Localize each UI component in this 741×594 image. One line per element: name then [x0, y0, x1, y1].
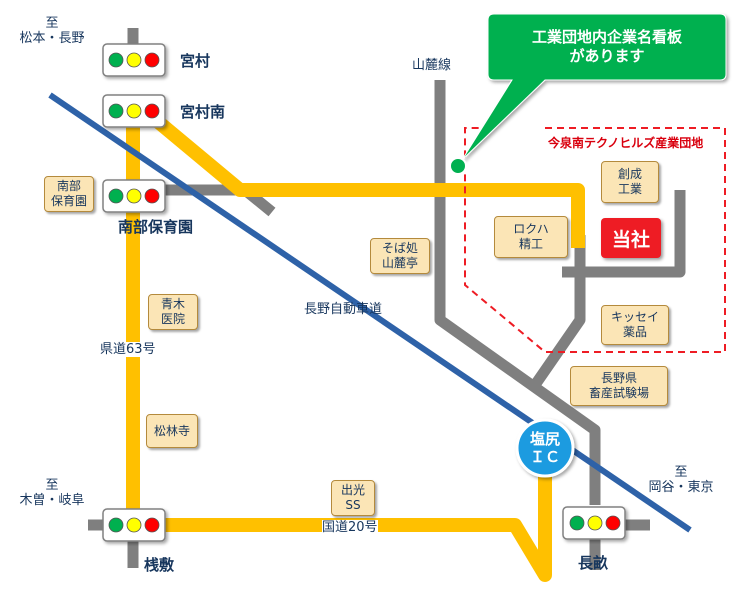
road-label-national-20: 国道20号	[322, 520, 378, 535]
direction-north: 至 松本・長野	[19, 16, 85, 46]
traffic-light-nanbu-hoikuen	[102, 179, 166, 213]
direction-southwest: 至 木曽・岐阜	[19, 478, 85, 508]
company-marker: 当社	[601, 218, 661, 258]
interchange-line-2: ＩＣ	[529, 448, 560, 466]
road-label-sanroku: 山麓線	[412, 58, 452, 73]
traffic-light-nagaune	[562, 506, 626, 540]
traffic-light-miyamura-minami	[102, 94, 166, 128]
road-label-expressway: 長野自動車道	[304, 302, 383, 317]
interchange-line-1: 塩尻	[529, 430, 560, 448]
callout-bubble	[461, 13, 727, 161]
callout-text: 工業団地内企業名看板 があります	[488, 14, 726, 80]
intersection-sajiki: 桟敷	[144, 556, 175, 574]
landmark-idemitsu: 出光 SS	[331, 480, 375, 516]
route-miyamura-to-estate	[145, 109, 585, 248]
direction-east: 至 岡谷・東京	[648, 465, 714, 495]
sign-marker	[449, 157, 467, 175]
road-estate-inner	[562, 190, 686, 278]
callout-line-1: 工業団地内企業名看板	[531, 28, 682, 46]
landmark-livestock-station: 長野県 畜産試験場	[570, 366, 668, 406]
landmark-kissei: キッセイ 薬品	[601, 305, 669, 345]
expressway-line	[48, 92, 692, 533]
intersection-miyamura: 宮村	[180, 52, 211, 70]
landmark-shorinji: 松林寺	[146, 414, 198, 448]
intersection-nagaune: 長畝	[578, 554, 609, 572]
intersection-miyamura-minami: 宮村南	[180, 103, 226, 121]
road-estate-branch	[530, 235, 586, 389]
landmark-sosei: 創成 工業	[601, 161, 659, 203]
interchange-badge	[515, 418, 575, 478]
road-label-prefectural-63: 県道63号	[100, 342, 156, 357]
intersection-nanbu-hoikuen: 南部保育園	[118, 218, 194, 236]
traffic-light-miyamura	[102, 43, 166, 77]
landmark-rokuha: ロクハ 精工	[494, 216, 568, 258]
landmark-soba: そば処 山麓亭	[370, 238, 430, 274]
industrial-estate-boundary	[464, 127, 726, 353]
interchange-label: 塩尻 ＩＣ	[516, 422, 574, 474]
callout-line-2: があります	[569, 47, 645, 65]
industrial-estate-label: 今泉南テクノヒルズ産業団地	[548, 136, 704, 150]
landmark-aoki-clinic: 青木 医院	[148, 294, 198, 330]
landmark-nanbu-hoikuen: 南部 保育園	[44, 176, 94, 212]
traffic-light-sajiki	[102, 508, 166, 542]
